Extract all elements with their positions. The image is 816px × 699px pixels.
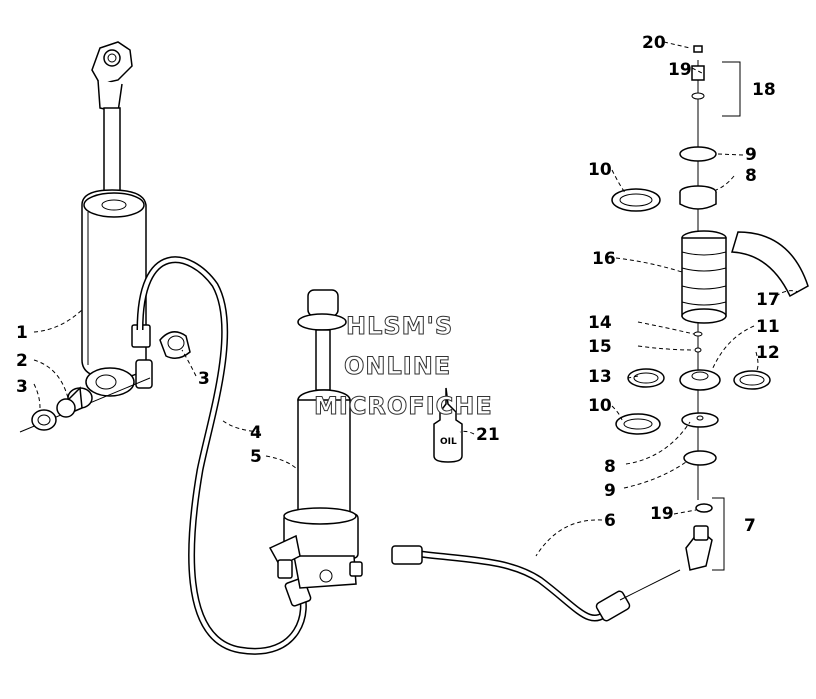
callout-19-top: 19 [668,60,692,80]
callout-8-bottom: 8 [604,457,616,477]
shock-absorber-left [81,41,153,397]
callout-10-top: 10 [588,160,612,180]
callout-17: 17 [756,290,780,310]
oil-bottle-label: OIL [440,437,457,447]
callout-7: 7 [744,516,756,536]
hose-6 [391,545,681,622]
hose-4 [136,256,312,655]
callout-21: 21 [476,425,500,445]
oil-bottle: OIL [433,387,463,463]
callout-16: 16 [592,249,616,269]
callout-6: 6 [604,511,616,531]
callout-9-top: 9 [745,145,757,165]
leader-lines [33,41,799,557]
watermark-line-1: HLSM'S [346,312,453,340]
callout-9-bottom: 9 [604,481,616,501]
reservoir-shock-center [268,289,363,589]
callout-8-top: 8 [745,166,757,186]
watermark-line-2: ONLINE [344,352,451,380]
bushing-3-right [159,331,191,359]
callout-1: 1 [16,323,28,343]
callout-20: 20 [642,33,666,53]
callout-15: 15 [588,337,612,357]
callout-13: 13 [588,367,612,387]
callout-12: 12 [756,343,780,363]
callout-18: 18 [752,80,776,100]
callout-2: 2 [16,351,28,371]
callout-3-right: 3 [198,369,210,389]
callout-11: 11 [756,317,780,337]
bushing-3-left [31,409,57,431]
callout-19-bottom: 19 [650,504,674,524]
watermark-line-3: MICROFICHE [314,392,493,420]
callout-5: 5 [250,447,262,467]
bushing-2 [56,386,93,418]
callouts: 1 2 3 3 4 5 6 7 8 8 9 9 10 10 11 12 13 1… [16,33,780,536]
watermark: HLSM'S ONLINE MICROFICHE [314,312,493,421]
callout-10-bottom: 10 [588,396,612,416]
callout-3-left: 3 [16,377,28,397]
callout-14: 14 [588,313,612,333]
callout-4: 4 [250,423,262,443]
